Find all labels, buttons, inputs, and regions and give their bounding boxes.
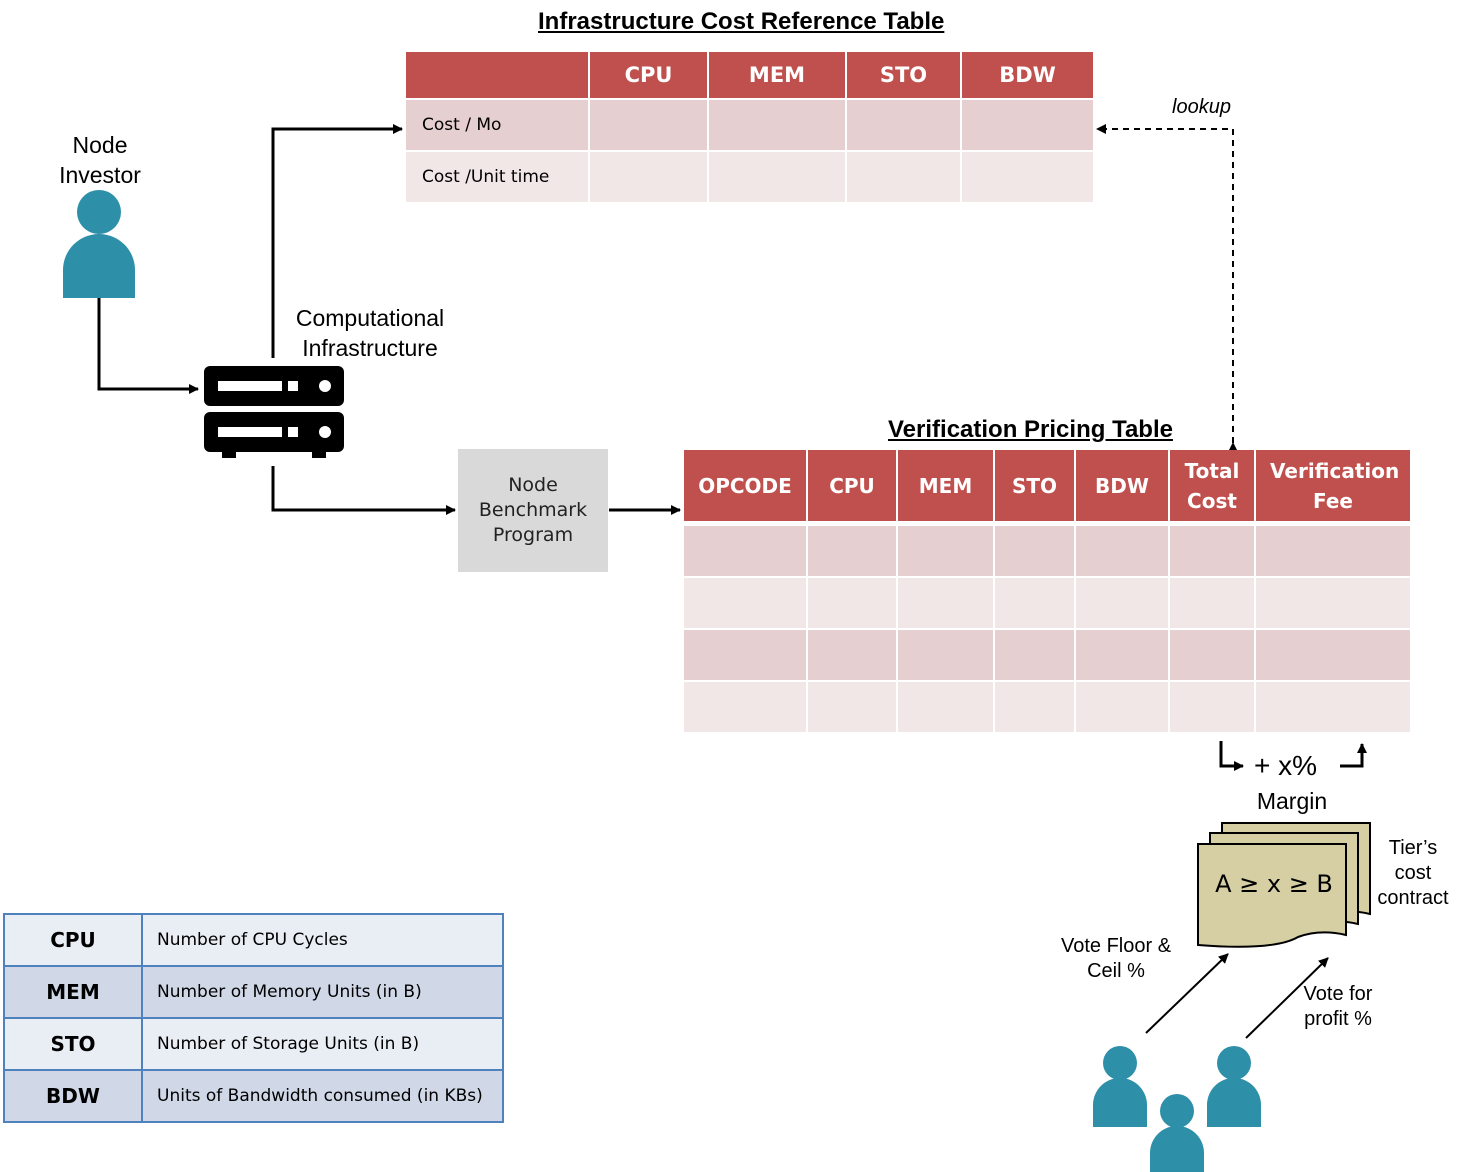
benchmark-program-label: Node Benchmark Program bbox=[478, 474, 588, 546]
server-icon bbox=[204, 366, 344, 458]
verification-pricing-table: OPCODE CPU MEM STO BDW Total Cost Verifi… bbox=[684, 450, 1410, 734]
legend-row: BDW Units of Bandwidth consumed (in KBs) bbox=[3, 1069, 504, 1123]
header-cell-opcode: OPCODE bbox=[684, 450, 808, 526]
table-row: Cost /Unit time bbox=[406, 152, 1093, 204]
vote-floor-arrow bbox=[1145, 953, 1229, 1034]
table-row: Cost / Mo bbox=[406, 100, 1093, 152]
table-cell bbox=[590, 152, 709, 204]
tier-cost-contract-label: Tier’s cost contract bbox=[1377, 837, 1449, 909]
contract-formula: A ≥ x ≥ B bbox=[1215, 870, 1333, 898]
legend-row: CPU Number of CPU Cycles bbox=[3, 913, 504, 967]
header-cell: MEM bbox=[709, 52, 847, 100]
margin-out-arrow bbox=[1340, 743, 1367, 768]
legend-desc: Units of Bandwidth consumed (in KBs) bbox=[141, 1069, 504, 1123]
pricing-table-title: Verification Pricing Table bbox=[888, 416, 1173, 443]
margin-in-arrow bbox=[1219, 741, 1244, 771]
table-cell bbox=[709, 100, 847, 152]
table-header-row: OPCODE CPU MEM STO BDW Total Cost Verifi… bbox=[684, 450, 1410, 526]
header-cell bbox=[406, 52, 590, 100]
benchmark-program-box: Node Benchmark Program bbox=[458, 449, 608, 572]
node-investor-label: Node Investor bbox=[59, 132, 141, 188]
table-cell bbox=[962, 152, 1093, 204]
table-cell bbox=[962, 100, 1093, 152]
infra-to-cost-table-arrow bbox=[271, 124, 403, 358]
table-row bbox=[684, 630, 1410, 682]
header-cell-sto: STO bbox=[995, 450, 1076, 526]
legend-row: STO Number of Storage Units (in B) bbox=[3, 1017, 504, 1071]
header-cell-cpu: CPU bbox=[808, 450, 898, 526]
table-row bbox=[684, 682, 1410, 734]
infra-to-benchmark-arrow bbox=[271, 466, 456, 515]
header-cell: BDW bbox=[962, 52, 1093, 100]
legend-desc: Number of Storage Units (in B) bbox=[141, 1017, 504, 1071]
row-label-cost-per-month: Cost / Mo bbox=[406, 100, 590, 152]
legend-key: STO bbox=[3, 1017, 143, 1071]
computational-infrastructure-label: Computational Infrastructure bbox=[295, 305, 445, 361]
table-cell bbox=[709, 152, 847, 204]
investor-person-icon bbox=[63, 190, 135, 298]
legend-desc: Number of Memory Units (in B) bbox=[141, 965, 504, 1019]
voters-person-icons bbox=[1093, 1046, 1261, 1172]
margin-label: Margin bbox=[1256, 788, 1328, 814]
header-cell: STO bbox=[847, 52, 962, 100]
lookup-dashed-arrow bbox=[1096, 124, 1238, 452]
legend-desc: Number of CPU Cycles bbox=[141, 913, 504, 967]
legend-row: MEM Number of Memory Units (in B) bbox=[3, 965, 504, 1019]
table-header-row: CPU MEM STO BDW bbox=[406, 52, 1093, 100]
vote-profit-arrow bbox=[1245, 957, 1329, 1039]
cost-reference-table: CPU MEM STO BDW Cost / Mo Cost /Unit tim… bbox=[406, 52, 1093, 204]
margin-percent-label: + x% bbox=[1254, 750, 1318, 781]
cost-table-title: Infrastructure Cost Reference Table bbox=[538, 8, 945, 35]
contract-document-icon bbox=[1197, 822, 1371, 948]
investor-to-infra-arrow bbox=[97, 298, 199, 394]
vote-profit-label: Vote for profit % bbox=[1303, 983, 1373, 1030]
lookup-label: lookup bbox=[1172, 96, 1231, 118]
legend-table: CPU Number of CPU Cycles MEM Number of M… bbox=[3, 913, 504, 1123]
table-row bbox=[684, 578, 1410, 630]
row-label-cost-per-unit-time: Cost /Unit time bbox=[406, 152, 590, 204]
header-cell-verification-fee: Verification Fee bbox=[1256, 450, 1410, 526]
header-cell: CPU bbox=[590, 52, 709, 100]
legend-key: MEM bbox=[3, 965, 143, 1019]
legend-key: BDW bbox=[3, 1069, 143, 1123]
table-cell bbox=[847, 100, 962, 152]
vote-floor-ceil-label: Vote Floor & Ceil % bbox=[1060, 935, 1172, 982]
header-cell-mem: MEM bbox=[898, 450, 995, 526]
table-row bbox=[684, 526, 1410, 578]
table-cell bbox=[590, 100, 709, 152]
header-cell-bdw: BDW bbox=[1076, 450, 1170, 526]
header-cell-total-cost: Total Cost bbox=[1170, 450, 1256, 526]
table-cell bbox=[847, 152, 962, 204]
legend-key: CPU bbox=[3, 913, 143, 967]
